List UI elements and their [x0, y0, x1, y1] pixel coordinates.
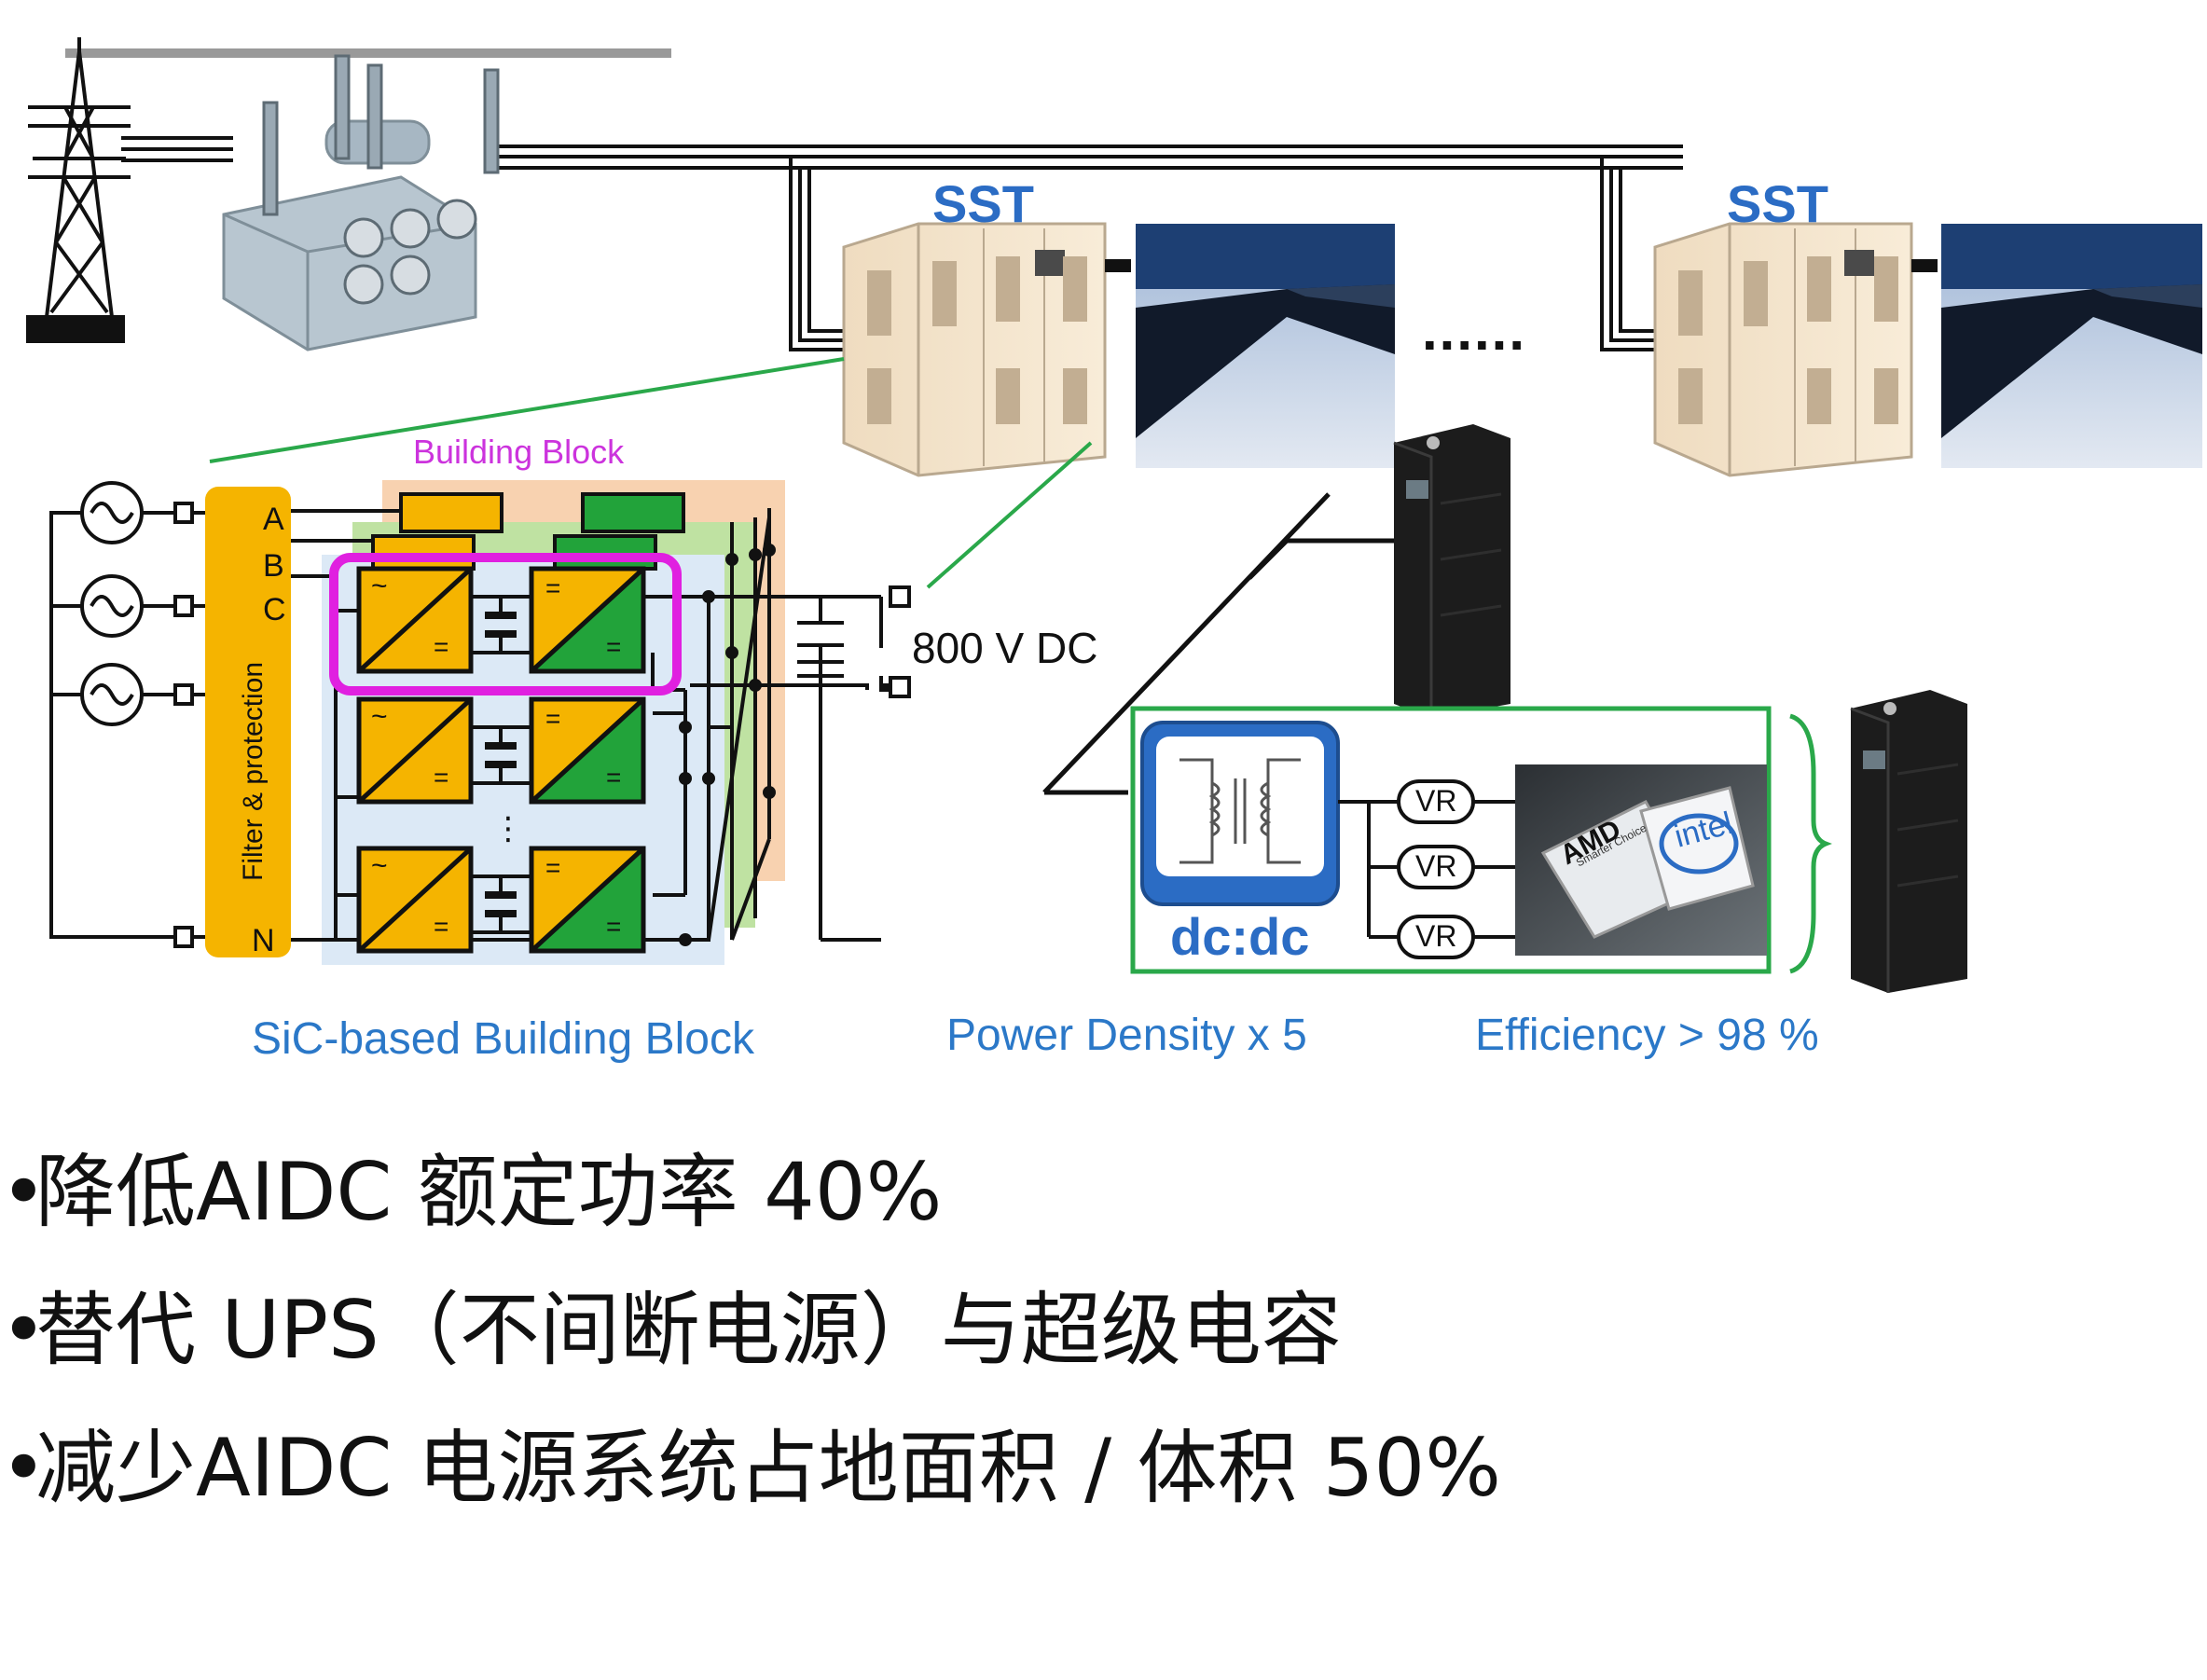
converter-2-dc-in-symbol: =	[545, 573, 561, 602]
server-rack-1	[1393, 424, 1510, 718]
bullet-text: 减少AIDC 电源系统占地面积 / 体积 50%	[35, 1422, 1501, 1515]
phase-label-a: A	[263, 502, 284, 537]
converter-4-dc-out-symbol: =	[606, 763, 622, 792]
vr-boxes	[1397, 779, 1475, 959]
phase-label-b: B	[263, 548, 284, 584]
phase-label-c: C	[263, 592, 286, 627]
back-converters	[371, 492, 685, 571]
converter-pair-2	[356, 696, 646, 805]
converter-pair-3	[356, 846, 646, 954]
converter-5-ac-symbol: ~	[371, 850, 388, 881]
transmission-tower-icon	[26, 37, 131, 343]
dc-link	[755, 585, 911, 942]
vr-label-1: VR	[1415, 784, 1457, 818]
filter-protection-label: Filter & protection	[238, 661, 269, 881]
dcdc-transformer-icon	[1140, 721, 1340, 906]
stack-ellipsis: ⋮	[492, 810, 524, 847]
power-grid-lines	[65, 48, 1683, 351]
junction-dots	[679, 544, 776, 946]
caption-sic-building-block: SiC-based Building Block	[252, 1014, 754, 1064]
bullet-marker: •	[0, 1284, 48, 1377]
building-block-title: Building Block	[413, 433, 625, 471]
connector-1	[1105, 259, 1131, 272]
datacenter-image-2	[1941, 224, 2202, 468]
datacenter-image-1	[1136, 224, 1395, 468]
caption-power-density: Power Density x 5	[946, 1011, 1307, 1060]
sst-cabinet-2	[1653, 222, 1913, 477]
bullet-text: 降低AIDC 额定功率 40%	[35, 1146, 943, 1239]
converter-3-ac-symbol: ~	[371, 701, 388, 732]
zoom-lines	[209, 357, 1093, 589]
converter-4-dc-in-symbol: =	[545, 704, 561, 733]
more-ellipsis: ......	[1422, 299, 1527, 362]
vr-wiring	[1338, 800, 1515, 939]
ac-sources	[49, 481, 207, 948]
bullet-item: •降低AIDC 额定功率 40%	[0, 1133, 2145, 1271]
dc-bus-voltage-label: 800 V DC	[912, 624, 1098, 672]
transformer-icon	[222, 54, 500, 351]
caption-efficiency: Efficiency > 98 %	[1475, 1011, 1819, 1060]
vr-label-2: VR	[1415, 849, 1457, 883]
phase-label-n: N	[252, 923, 275, 958]
bullet-marker: •	[0, 1422, 48, 1515]
vr-label-3: VR	[1415, 919, 1457, 953]
converter-1-dc-symbol: =	[434, 632, 449, 661]
filter-protection-box	[205, 487, 291, 957]
highlight-box	[329, 553, 682, 695]
sst-label-1: SST	[932, 174, 1034, 233]
bullet-item: •减少AIDC 电源系统占地面积 / 体积 50%	[0, 1409, 2145, 1547]
connector-2	[1911, 259, 1938, 272]
distribution-lines	[1042, 492, 1394, 795]
cpu-chips-image	[1515, 764, 1767, 956]
converter-2-dc-out-symbol: =	[606, 632, 622, 661]
converter-3-dc-symbol: =	[434, 763, 449, 792]
bullet-marker: •	[0, 1146, 48, 1239]
server-rack-2	[1850, 690, 1967, 993]
converter-6-dc-in-symbol: =	[545, 853, 561, 882]
bullet-text: 替代 UPS（不间断电源）与超级电容	[35, 1284, 1342, 1377]
bullet-list: •降低AIDC 额定功率 40% •替代 UPS（不间断电源）与超级电容 •减少…	[0, 1133, 2145, 1547]
converter-5-dc-symbol: =	[434, 912, 449, 941]
converter-pair-1	[356, 566, 646, 674]
bullet-item: •替代 UPS（不间断电源）与超级电容	[0, 1271, 2145, 1409]
dcdc-label: dc:dc	[1170, 907, 1310, 966]
sst-cabinet-1	[842, 222, 1107, 477]
converter-6-dc-out-symbol: =	[606, 912, 622, 941]
brace-icon	[1789, 713, 1832, 974]
converter-stack	[356, 566, 646, 954]
converter-1-ac-symbol: ~	[371, 571, 388, 601]
sst-label-2: SST	[1727, 174, 1828, 233]
